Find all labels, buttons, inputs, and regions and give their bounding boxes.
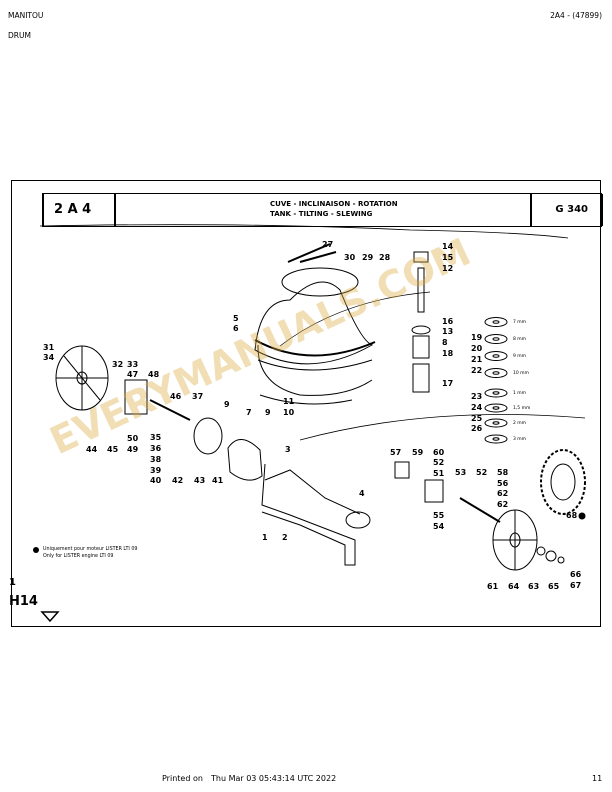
washer-size-1mm: 1 mm (513, 391, 527, 396)
callout-39: 39 (150, 466, 162, 475)
callout-11: 11 (283, 397, 295, 406)
callout-48: 48 (148, 370, 160, 379)
callout-1: 1 (262, 533, 268, 542)
note-english: Only for LISTER engine LTI 09 (43, 554, 114, 559)
callout-37: 37 (192, 392, 204, 401)
callout-28: 28 (379, 253, 391, 262)
callout-10: 10 (283, 408, 295, 417)
callout-6: 6 (233, 324, 239, 333)
callout-25: 25 (471, 414, 483, 423)
callout-33: 33 (127, 360, 139, 369)
callout-20: 20 (471, 344, 483, 353)
callout-18: 18 (442, 349, 454, 358)
brand-label: MANITOU (8, 11, 44, 20)
callout-50: 50 (127, 434, 139, 443)
callout-49: 49 (127, 445, 139, 454)
callout-67: 67 (570, 581, 582, 590)
callout-32: 32 (112, 360, 124, 369)
callout-4: 4 (359, 489, 365, 498)
callout-62-b: 62 (497, 500, 509, 509)
callout-65: 65 (548, 582, 560, 591)
plate-title-french: CUVE - INCLINAISON - ROTATION (270, 200, 398, 208)
callout-14: 14 (442, 242, 454, 251)
parts-plate: 2 A 4 CUVE - INCLINAISON - ROTATION TANK… (11, 180, 603, 627)
callout-26: 26 (471, 424, 483, 433)
callout-17: 17 (442, 379, 454, 388)
callout-57: 57 (390, 448, 402, 457)
callout-35: 35 (150, 433, 162, 442)
page-number: 11 (592, 774, 603, 783)
printed-date: Thu Mar 03 05:43:14 UTC 2022 (211, 774, 337, 783)
down-arrow-icon (40, 611, 60, 623)
plate-code-right: G 340 (555, 204, 588, 215)
callout-53: 53 (455, 468, 467, 477)
callout-9: 9 (224, 400, 230, 409)
callout-59: 59 (412, 448, 424, 457)
callout-51: 51 (433, 469, 445, 478)
callout-34: 34 (43, 353, 55, 362)
callout-22: 22 (471, 366, 483, 375)
callout-7: 7 (246, 408, 252, 417)
plate-title-english: TANK - TILTING - SLEWING (270, 210, 373, 218)
plate-code-left: 2 A 4 (54, 202, 92, 217)
note-french: Uniquement pour moteur LISTER LTI 09 (43, 547, 138, 552)
printed-on-label: Printed on (162, 774, 203, 783)
document-reference: 2A4 - (47899) (550, 11, 602, 20)
washer-size-2mm: 2 mm (513, 421, 527, 426)
callout-23: 23 (471, 392, 483, 401)
side-code: H14 (9, 594, 38, 609)
callout-41: 41 (212, 476, 224, 485)
callout-30: 30 (344, 253, 356, 262)
callout-52: 52 (433, 458, 445, 467)
washer-size-7mm: 7 mm (513, 320, 527, 325)
callout-36: 36 (150, 444, 162, 453)
callout-45: 45 (107, 445, 119, 454)
callout-40: 40 (150, 476, 162, 485)
callout-19: 19 (471, 333, 483, 342)
callout-38: 38 (150, 455, 162, 464)
callout-9-b: 9 (265, 408, 271, 417)
washer-size-3mm: 3 mm (513, 437, 527, 442)
section-label: DRUM (8, 31, 31, 40)
callout-13: 13 (442, 327, 454, 336)
callout-43: 43 (194, 476, 206, 485)
callout-52-b: 52 (476, 468, 488, 477)
callout-42: 42 (172, 476, 184, 485)
washer-size-9mm: 9 mm (513, 354, 527, 359)
washer-size-8mm: 8 mm (513, 337, 527, 342)
callout-54: 54 (433, 522, 445, 531)
callout-61: 61 (487, 582, 499, 591)
callout-68: 68 (566, 511, 578, 520)
callout-31: 31 (43, 343, 55, 352)
callout-27: 27 (322, 240, 334, 249)
callout-24: 24 (471, 403, 483, 412)
callout-16: 16 (442, 317, 454, 326)
callout-64: 64 (508, 582, 520, 591)
callout-46: 46 (170, 392, 182, 401)
washer-size-10mm: 10 mm (513, 371, 529, 376)
callout-44: 44 (86, 445, 98, 454)
callout-56: 56 (497, 479, 509, 488)
callout-3: 3 (285, 445, 291, 454)
callout-60: 60 (433, 448, 445, 457)
callout-66: 66 (570, 570, 582, 579)
callout-12: 12 (442, 264, 454, 273)
callout-47: 47 (127, 370, 139, 379)
callout-29: 29 (362, 253, 374, 262)
washer-size-1-5mm: 1,5 mm (513, 406, 531, 411)
callout-15: 15 (442, 253, 454, 262)
callout-62: 62 (497, 489, 509, 498)
callout-55: 55 (433, 511, 445, 520)
watermark: EVERYMANUALS.COM (43, 230, 477, 464)
callout-5: 5 (233, 314, 239, 323)
callout-8: 8 (442, 338, 448, 347)
callout-63: 63 (528, 582, 540, 591)
side-mark: 1 (9, 577, 16, 588)
callout-58: 58 (497, 468, 509, 477)
callout-2: 2 (282, 533, 288, 542)
callout-21: 21 (471, 355, 483, 364)
